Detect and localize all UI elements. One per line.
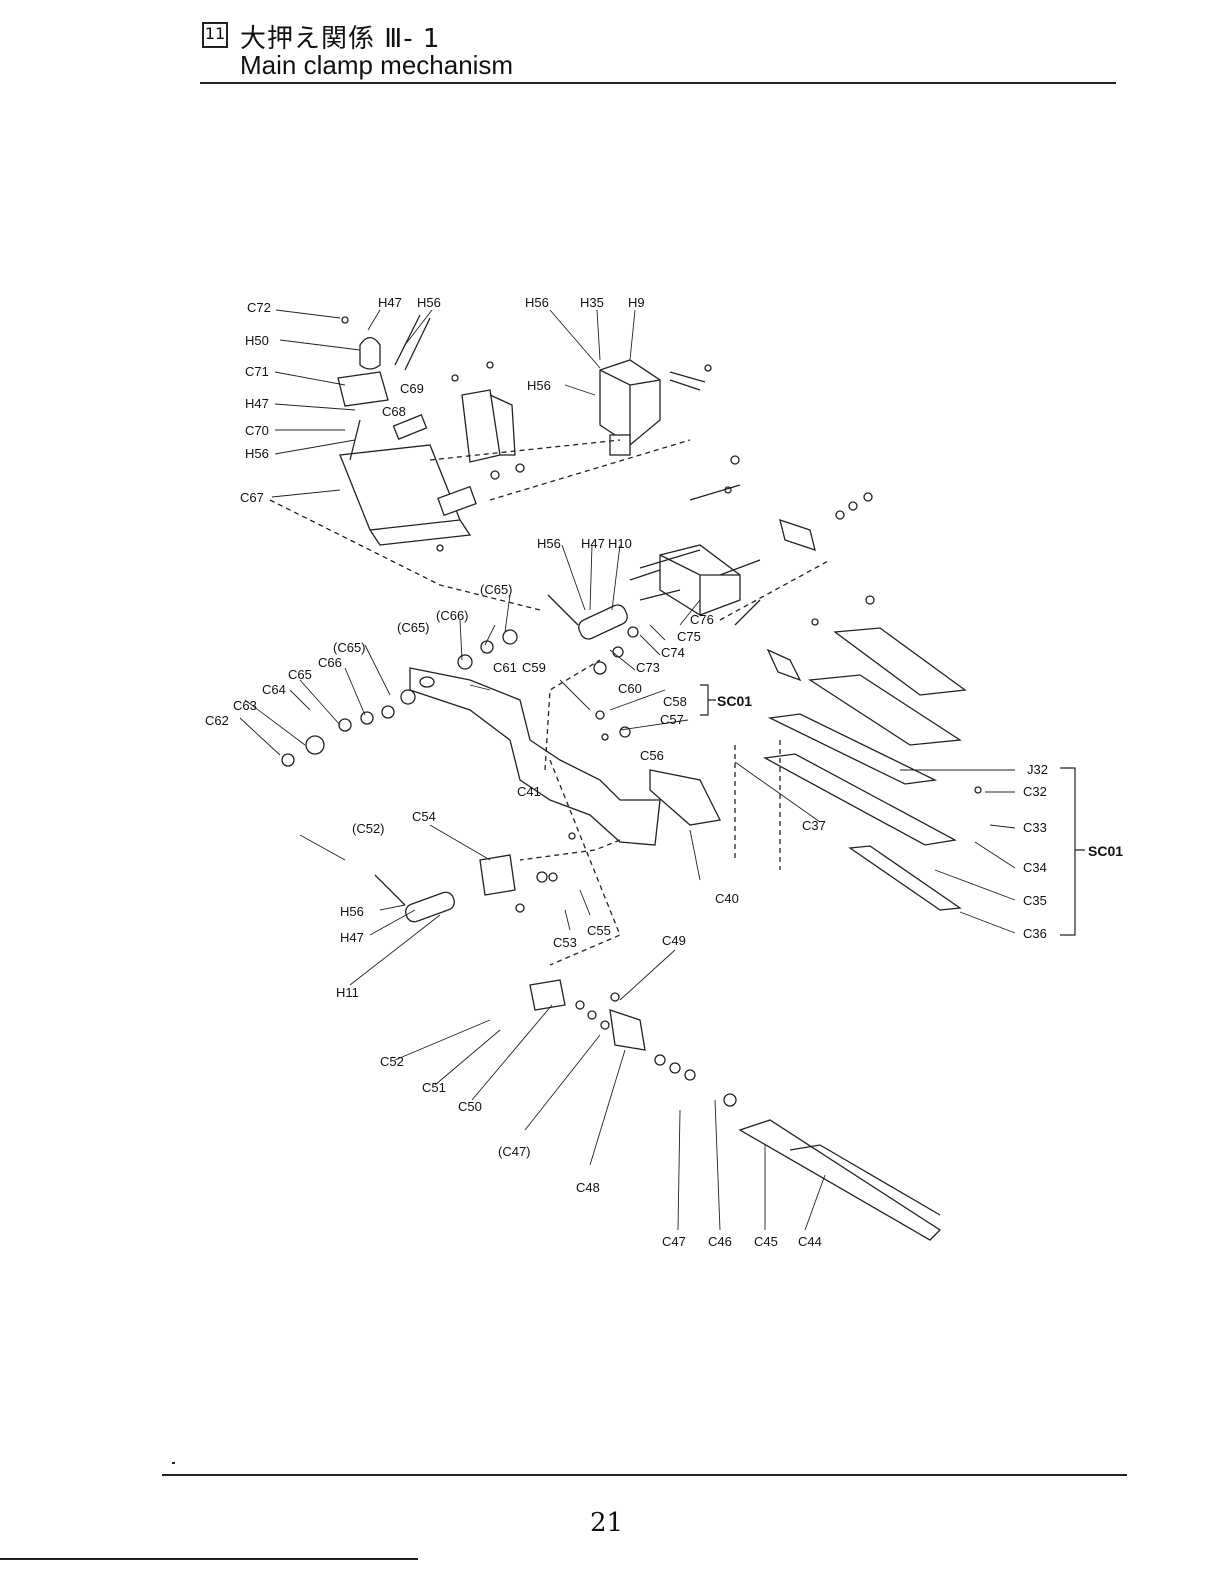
part-label: H56 bbox=[525, 295, 549, 310]
part-label: C52 bbox=[380, 1054, 404, 1069]
stray-mark bbox=[172, 1462, 175, 1464]
part-label: C63 bbox=[233, 698, 257, 713]
part-label: C76 bbox=[690, 612, 714, 627]
part-label: (C52) bbox=[352, 821, 385, 836]
part-label: (C47) bbox=[498, 1144, 531, 1159]
part-label: C60 bbox=[618, 681, 642, 696]
part-label: C48 bbox=[576, 1180, 600, 1195]
part-label: C73 bbox=[636, 660, 660, 675]
title-japanese: 大押え関係 Ⅲ- 1 bbox=[240, 24, 441, 54]
part-label: H56 bbox=[537, 536, 561, 551]
part-label: C44 bbox=[798, 1234, 822, 1249]
part-label: C41 bbox=[517, 784, 541, 799]
part-label: C71 bbox=[245, 364, 269, 379]
part-label: C40 bbox=[715, 891, 739, 906]
part-label: C34 bbox=[1023, 860, 1047, 875]
part-label: (C65) bbox=[480, 582, 513, 597]
part-label: C72 bbox=[247, 300, 271, 315]
part-label: H35 bbox=[580, 295, 604, 310]
part-label: C51 bbox=[422, 1080, 446, 1095]
part-label: C66 bbox=[318, 655, 342, 670]
part-label: J32 bbox=[1027, 762, 1048, 777]
header-rule bbox=[200, 82, 1116, 84]
part-label: C47 bbox=[662, 1234, 686, 1249]
part-label: C61 bbox=[493, 660, 517, 675]
part-label: SC01 bbox=[717, 693, 752, 709]
part-label: H56 bbox=[527, 378, 551, 393]
part-label: (C66) bbox=[436, 608, 469, 623]
part-label: C55 bbox=[587, 923, 611, 938]
part-label: C59 bbox=[522, 660, 546, 675]
part-label: C57 bbox=[660, 712, 684, 727]
part-label: H47 bbox=[245, 396, 269, 411]
part-label: H9 bbox=[628, 295, 645, 310]
part-label: C36 bbox=[1023, 926, 1047, 941]
part-label: H47 bbox=[581, 536, 605, 551]
part-label: C33 bbox=[1023, 820, 1047, 835]
part-label: C75 bbox=[677, 629, 701, 644]
title-english: Main clamp mechanism bbox=[240, 50, 514, 80]
part-label: C49 bbox=[662, 933, 686, 948]
part-label: H47 bbox=[340, 930, 364, 945]
part-label: C67 bbox=[240, 490, 264, 505]
part-label: C46 bbox=[708, 1234, 732, 1249]
part-label: C64 bbox=[262, 682, 286, 697]
part-label: SC01 bbox=[1088, 843, 1123, 859]
part-label: (C65) bbox=[333, 640, 366, 655]
bottom-rule bbox=[0, 1558, 418, 1560]
part-label: (C65) bbox=[397, 620, 430, 635]
part-label: C56 bbox=[640, 748, 664, 763]
part-label: C54 bbox=[412, 809, 436, 824]
section-number-box: 11 bbox=[202, 22, 228, 48]
page-number: 21 bbox=[590, 1508, 624, 1538]
part-label: H11 bbox=[336, 985, 359, 1000]
part-label: H50 bbox=[245, 333, 269, 348]
part-label: C58 bbox=[663, 694, 687, 709]
part-label: C53 bbox=[553, 935, 577, 950]
part-label: C74 bbox=[661, 645, 685, 660]
part-label: C50 bbox=[458, 1099, 482, 1114]
page-header: 11 大押え関係 Ⅲ- 1 Main clamp mechanism bbox=[200, 18, 1116, 84]
part-label: C62 bbox=[205, 713, 229, 728]
part-label: H10 bbox=[608, 536, 632, 551]
part-label: C45 bbox=[754, 1234, 778, 1249]
part-label: H56 bbox=[340, 904, 364, 919]
part-label: C68 bbox=[382, 404, 406, 419]
part-label: C32 bbox=[1023, 784, 1047, 799]
part-label: H56 bbox=[245, 446, 269, 461]
part-label: H47 bbox=[378, 295, 402, 310]
part-label: C69 bbox=[400, 381, 424, 396]
part-label: H56 bbox=[417, 295, 441, 310]
part-label: C37 bbox=[802, 818, 826, 833]
part-label: C65 bbox=[288, 667, 312, 682]
footer-rule bbox=[162, 1474, 1127, 1476]
part-label: C35 bbox=[1023, 893, 1047, 908]
part-label: C70 bbox=[245, 423, 269, 438]
